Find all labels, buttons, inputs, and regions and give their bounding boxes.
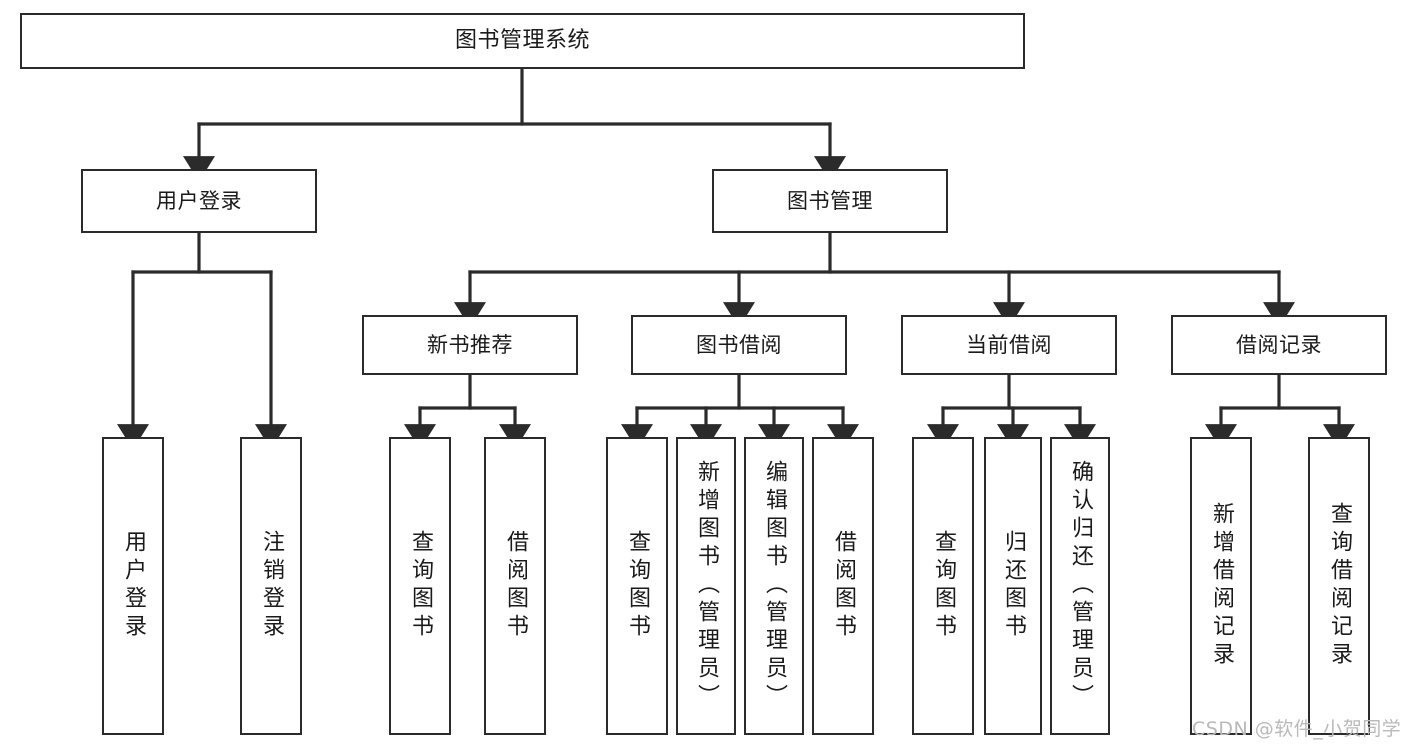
leaf-lend-book[interactable]: 借阅图书 — [812, 437, 874, 735]
node-book-borrow[interactable]: 图书借阅 — [631, 315, 847, 375]
leaf-logout-label: 注销登录 — [259, 530, 284, 642]
leaf-edit-book-admin-label: 编辑图书（管理员） — [762, 460, 787, 712]
node-borrow-records[interactable]: 借阅记录 — [1171, 315, 1387, 375]
node-root[interactable]: 图书管理系统 — [20, 13, 1025, 69]
leaf-add-borrow-record-label: 新增借阅记录 — [1209, 502, 1234, 670]
leaf-lend-book-label: 借阅图书 — [831, 530, 856, 642]
leaf-return-book-label: 归还图书 — [1001, 530, 1026, 642]
leaf-query-book-new[interactable]: 查询图书 — [389, 437, 451, 735]
node-book-borrow-label: 图书借阅 — [696, 332, 782, 357]
leaf-return-book[interactable]: 归还图书 — [984, 437, 1042, 735]
leaf-query-book-borrow-label: 查询图书 — [625, 530, 650, 642]
leaf-add-borrow-record[interactable]: 新增借阅记录 — [1190, 437, 1252, 735]
leaf-query-book-current[interactable]: 查询图书 — [912, 437, 974, 735]
leaf-query-borrow-record-label: 查询借阅记录 — [1327, 502, 1352, 670]
node-root-label: 图书管理系统 — [454, 28, 590, 54]
node-book-management-label: 图书管理 — [787, 188, 873, 213]
node-new-book-recommend-label: 新书推荐 — [427, 332, 513, 357]
node-borrow-records-label: 借阅记录 — [1236, 332, 1322, 357]
leaf-logout[interactable]: 注销登录 — [240, 437, 302, 735]
leaf-edit-book-admin[interactable]: 编辑图书（管理员） — [744, 437, 804, 735]
node-current-borrow-label: 当前借阅 — [966, 332, 1052, 357]
leaf-confirm-return-admin-label: 确认归还（管理员） — [1068, 460, 1093, 712]
node-user-login-label: 用户登录 — [156, 188, 242, 213]
node-book-management[interactable]: 图书管理 — [712, 169, 948, 233]
leaf-query-book-new-label: 查询图书 — [408, 530, 433, 642]
leaf-borrow-book-new[interactable]: 借阅图书 — [484, 437, 546, 735]
leaf-query-borrow-record[interactable]: 查询借阅记录 — [1308, 437, 1370, 735]
leaf-query-book-current-label: 查询图书 — [931, 530, 956, 642]
leaf-add-book-admin-label: 新增图书（管理员） — [694, 460, 719, 712]
leaf-query-book-borrow[interactable]: 查询图书 — [606, 437, 668, 735]
leaf-borrow-book-new-label: 借阅图书 — [503, 530, 528, 642]
watermark: CSDN @软件_小贺同学 — [1192, 718, 1402, 740]
node-user-login[interactable]: 用户登录 — [81, 169, 317, 233]
node-new-book-recommend[interactable]: 新书推荐 — [362, 315, 578, 375]
node-current-borrow[interactable]: 当前借阅 — [901, 315, 1117, 375]
leaf-confirm-return-admin[interactable]: 确认归还（管理员） — [1050, 437, 1110, 735]
leaf-user-login[interactable]: 用户登录 — [102, 437, 164, 735]
leaf-add-book-admin[interactable]: 新增图书（管理员） — [676, 437, 736, 735]
leaf-user-login-label: 用户登录 — [121, 530, 146, 642]
